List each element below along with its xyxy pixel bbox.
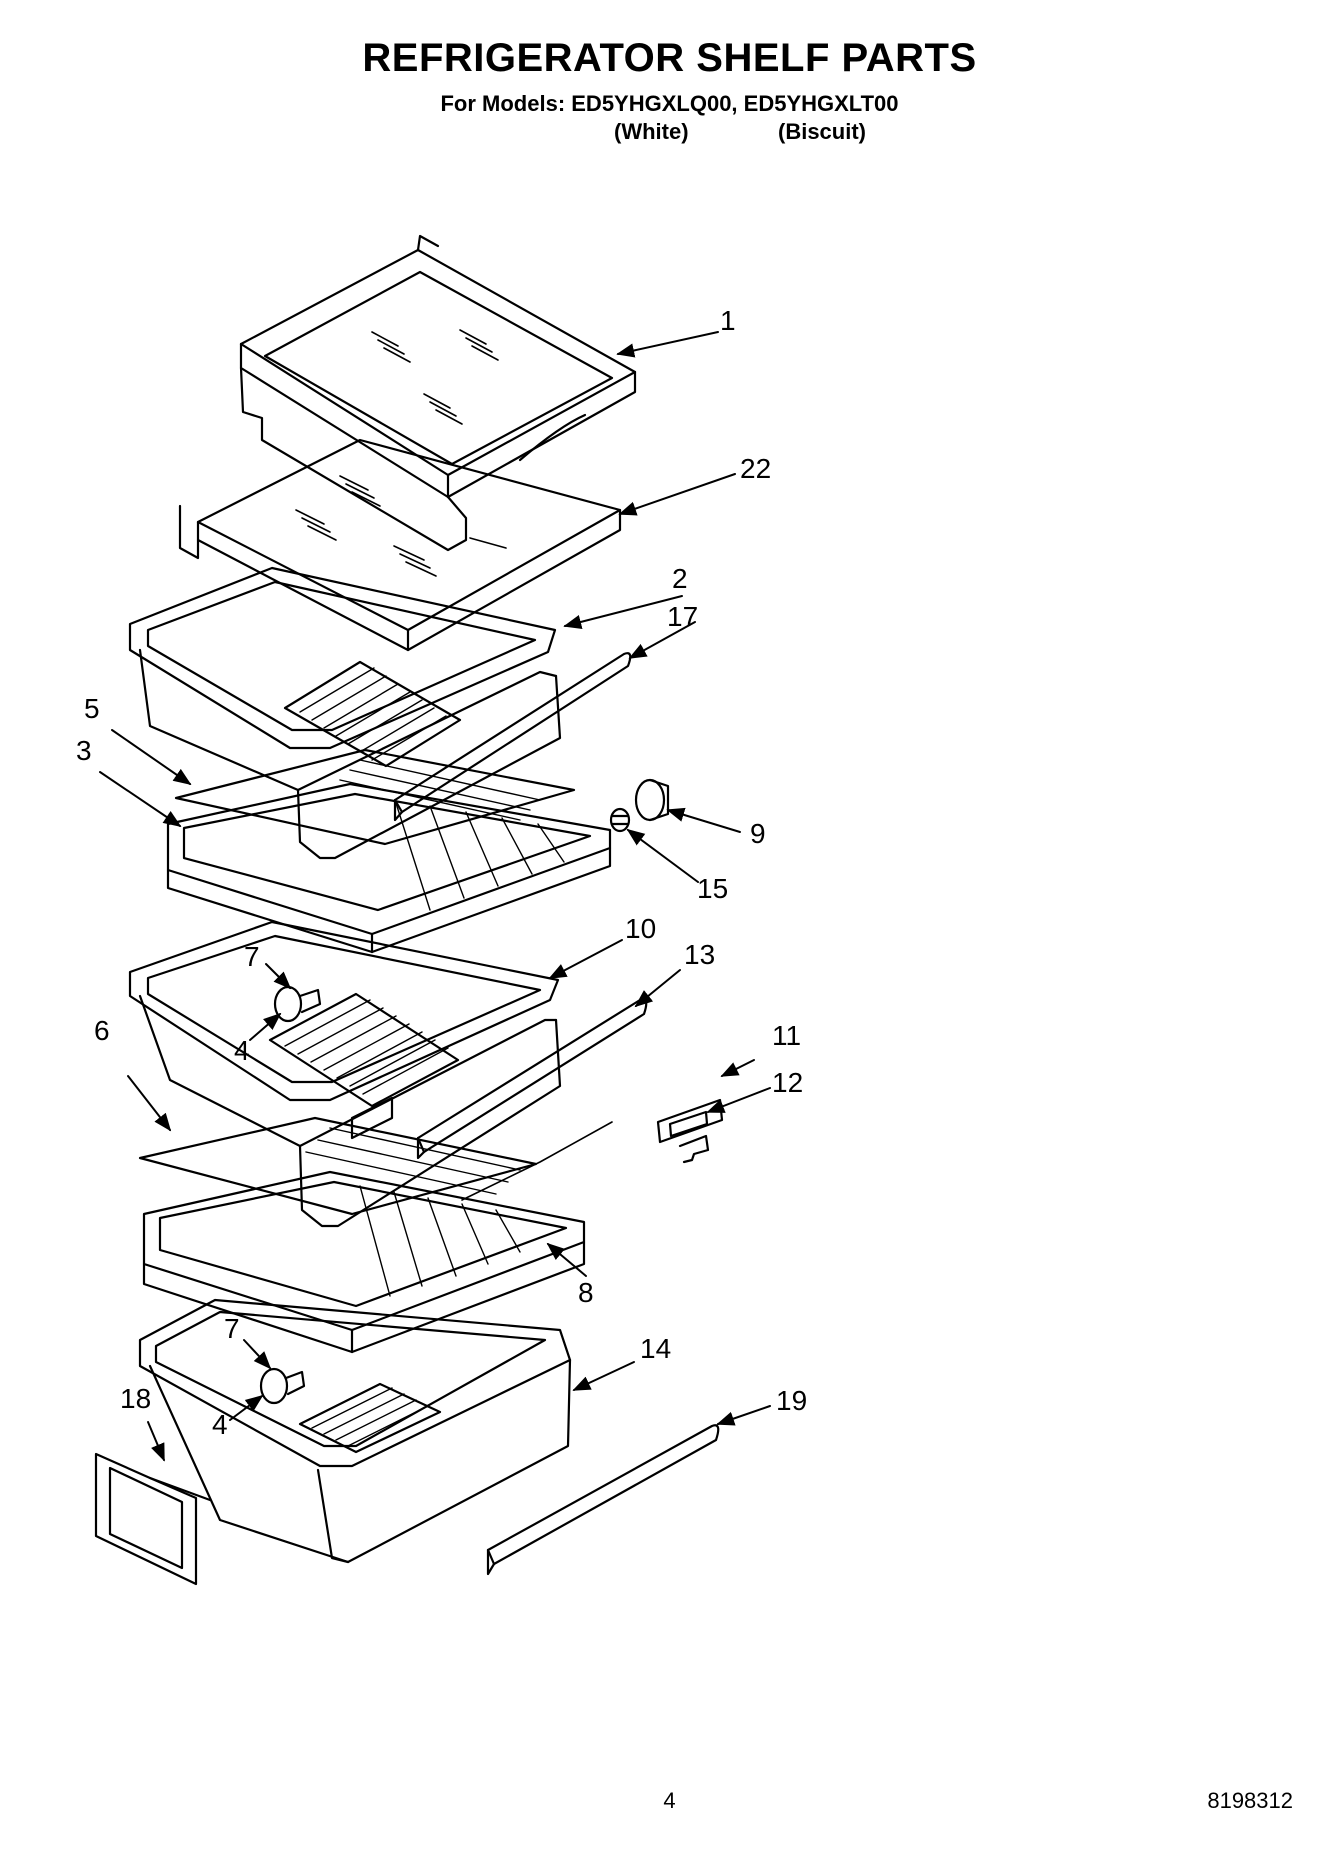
glass-reflection-marks	[295, 475, 507, 577]
callout-4-lower: 4	[212, 1409, 228, 1440]
part-7-humidity-knob-lower	[259, 1367, 306, 1405]
callout-7-lower: 7	[224, 1313, 240, 1344]
part-10-crisper-drawer	[128, 920, 562, 1228]
part-1-shelf-frame	[239, 234, 637, 552]
callout-11: 11	[772, 1020, 801, 1051]
crisper-grille	[311, 1387, 429, 1447]
glass-reflection-marks	[371, 329, 499, 425]
callout-8: 8	[578, 1277, 594, 1308]
callout-10: 10	[625, 913, 656, 944]
callout-2: 2	[672, 563, 688, 594]
callout-18: 18	[120, 1383, 151, 1414]
page-number: 4	[663, 1788, 676, 1813]
model-variants: (White) (Biscuit)	[0, 119, 1339, 149]
part-18-label-holder	[94, 1452, 212, 1586]
callout-1: 1	[720, 305, 736, 336]
crisper-grille	[299, 667, 447, 761]
callout-7: 7	[244, 941, 260, 972]
part-12-clip	[678, 1134, 710, 1164]
part-6-glass-insert	[138, 1116, 538, 1216]
callout-13: 13	[684, 939, 715, 970]
part-14-crisper-drawer	[138, 1298, 572, 1564]
callout-6: 6	[94, 1015, 110, 1046]
callout-22: 22	[740, 453, 771, 484]
part-9-knob	[634, 778, 670, 822]
part-22-glass-shelf	[178, 438, 622, 652]
variant-biscuit: (Biscuit)	[778, 119, 866, 144]
callout-17: 17	[667, 601, 698, 632]
callout-15: 15	[697, 873, 728, 904]
part-13-trim	[416, 998, 648, 1160]
part-15-nut	[609, 807, 631, 833]
callout-5: 5	[84, 693, 100, 724]
callout-14: 14	[640, 1333, 671, 1364]
part-2-crisper-drawer	[128, 566, 562, 860]
part-11-label	[656, 1098, 724, 1144]
variant-white: (White)	[614, 119, 689, 144]
part-19-trim	[486, 1424, 720, 1576]
part-17-trim	[393, 652, 632, 822]
callout-4: 4	[234, 1035, 250, 1066]
document-number: 8198312	[1207, 1788, 1293, 1813]
callout-19: 19	[776, 1385, 807, 1416]
leader-arrows	[99, 331, 771, 1462]
models-line: For Models: ED5YHGXLQ00, ED5YHGXLT00	[440, 91, 899, 116]
part-3-cover-frame	[166, 782, 612, 954]
page-title: REFRIGERATOR SHELF PARTS	[362, 36, 977, 80]
callout-12: 12	[772, 1067, 803, 1098]
crisper-grille	[284, 999, 449, 1095]
part-8-cover-frame	[142, 1170, 586, 1354]
callout-9: 9	[750, 818, 766, 849]
callout-3: 3	[76, 735, 92, 766]
